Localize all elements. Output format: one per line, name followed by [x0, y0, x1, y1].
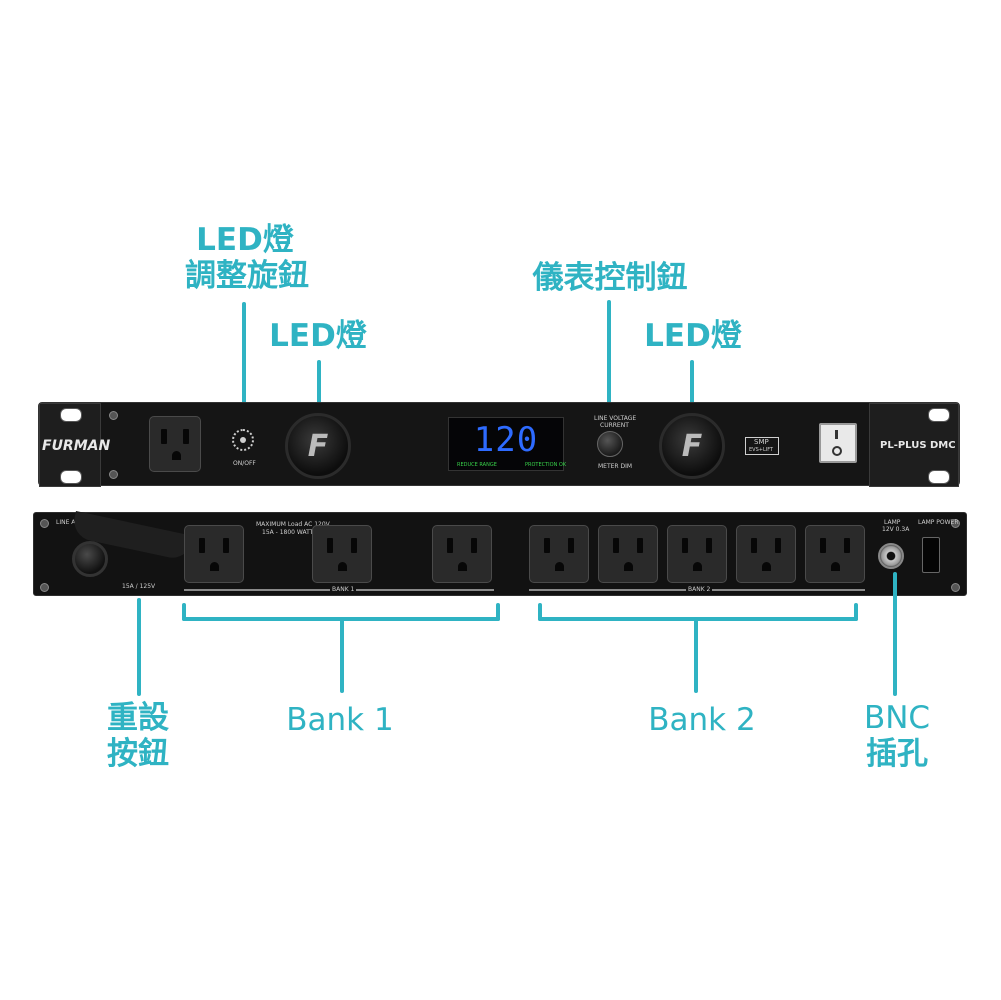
lamp-label: LAMP [884, 519, 901, 526]
watts-label: 15A - 1800 WATTS [262, 529, 318, 536]
led-lamp-right: F [659, 413, 725, 479]
label-bnc-line1: BNC [863, 700, 931, 736]
label-bank2: Bank 2 [648, 702, 756, 738]
screw-icon [951, 519, 960, 528]
bank1-outlet [312, 525, 372, 583]
pointer-bank1 [340, 617, 344, 693]
bnc-connector-icon[interactable] [878, 543, 904, 569]
reset-spec: 15A / 125V [122, 583, 156, 590]
front-panel: FURMAN ON/OFF F 120 REDUCE RANGE PROTECT… [38, 402, 960, 487]
meter-top-label: LINE VOLTAGE [594, 415, 637, 422]
pointer-bank2 [694, 617, 698, 693]
meter-control-button[interactable] [597, 431, 623, 457]
label-led-left: LED燈 [269, 318, 367, 354]
display-value: 120 [473, 420, 539, 460]
label-reset: 重設 按鈕 [98, 700, 178, 772]
label-led-knob-line1: LED燈 [196, 222, 294, 258]
knob-label: ON/OFF [233, 460, 256, 467]
label-led-knob: LED燈 調整旋鈕 [185, 222, 309, 294]
reset-button-icon[interactable] [72, 541, 108, 577]
bank1-tag: BANK 1 [330, 586, 357, 593]
screw-icon [40, 519, 49, 528]
label-reset-line1: 重設 [107, 700, 169, 736]
led-lamp-icon: F [307, 428, 329, 464]
bank2-tag: BANK 2 [686, 586, 713, 593]
meter-top-label-2: CURRENT [600, 422, 629, 429]
smp-badge: SMP EVS+LIFT [745, 437, 779, 455]
evs-label: EVS+LIFT [749, 447, 774, 453]
screw-icon [109, 411, 118, 420]
range-left-label: REDUCE RANGE [457, 462, 497, 468]
label-bnc-line2: 插孔 [866, 736, 928, 772]
led-lamp-left: F [285, 413, 351, 479]
voltage-display: 120 REDUCE RANGE PROTECTION OK [448, 417, 567, 471]
lamp-power-switch[interactable] [922, 537, 940, 573]
pointer-bnc [893, 572, 897, 696]
label-bnc: BNC 插孔 [852, 700, 942, 772]
led-lamp-icon: F [681, 428, 703, 464]
rack-hole-icon [60, 408, 82, 422]
pointer-led-left [317, 360, 321, 414]
bracket-bank1-right [496, 603, 500, 621]
rear-panel: LINE AC ~ 120V 15A 15A / 125V MAXIMUM Lo… [33, 511, 967, 596]
label-reset-line2: 按鈕 [107, 736, 169, 772]
bracket-bank1-left [182, 603, 186, 621]
front-outlet [149, 416, 201, 472]
screw-icon [951, 583, 960, 592]
front-right-ear: PL-PLUS DMC [869, 403, 959, 487]
bank2-outlet [667, 525, 727, 583]
lamp-power-label: LAMP POWER [918, 519, 959, 526]
bank2-outlet [529, 525, 589, 583]
smp-label: SMP [754, 438, 769, 446]
meter-bottom-label: METER DIM [598, 463, 633, 470]
bank2-outlet [736, 525, 796, 583]
pointer-led-right [690, 360, 694, 414]
rocker-switch-icon[interactable] [819, 423, 857, 463]
label-led-right: LED燈 [644, 318, 742, 354]
bracket-bank2-bar [538, 617, 858, 621]
rack-hole-icon [928, 408, 950, 422]
bank2-outlet [805, 525, 865, 583]
bracket-bank2-left [538, 603, 542, 621]
knob-icon[interactable] [232, 429, 254, 451]
model-label: PL-PLUS DMC [880, 440, 956, 451]
brand-logo: FURMAN [42, 438, 111, 454]
label-led-knob-line2: 調整旋鈕 [185, 258, 309, 294]
pointer-reset [137, 598, 141, 696]
bracket-bank2-right [854, 603, 858, 621]
screw-icon [109, 470, 118, 479]
bank2-outlet [598, 525, 658, 583]
range-right-label: PROTECTION OK [525, 462, 567, 468]
lamp-spec: 12V 0.3A [882, 526, 910, 533]
pointer-meter-control [607, 300, 611, 426]
label-meter-control: 儀表控制鈕 [532, 260, 688, 296]
rack-hole-icon [60, 470, 82, 484]
screw-icon [40, 583, 49, 592]
pointer-led-knob [242, 302, 246, 408]
bank1-outlet [184, 525, 244, 583]
max-load-label: MAXIMUM Load AC 120V [256, 521, 330, 528]
front-left-ear: FURMAN [39, 403, 110, 487]
label-bank1: Bank 1 [286, 702, 394, 738]
rack-hole-icon [928, 470, 950, 484]
bank1-outlet [432, 525, 492, 583]
